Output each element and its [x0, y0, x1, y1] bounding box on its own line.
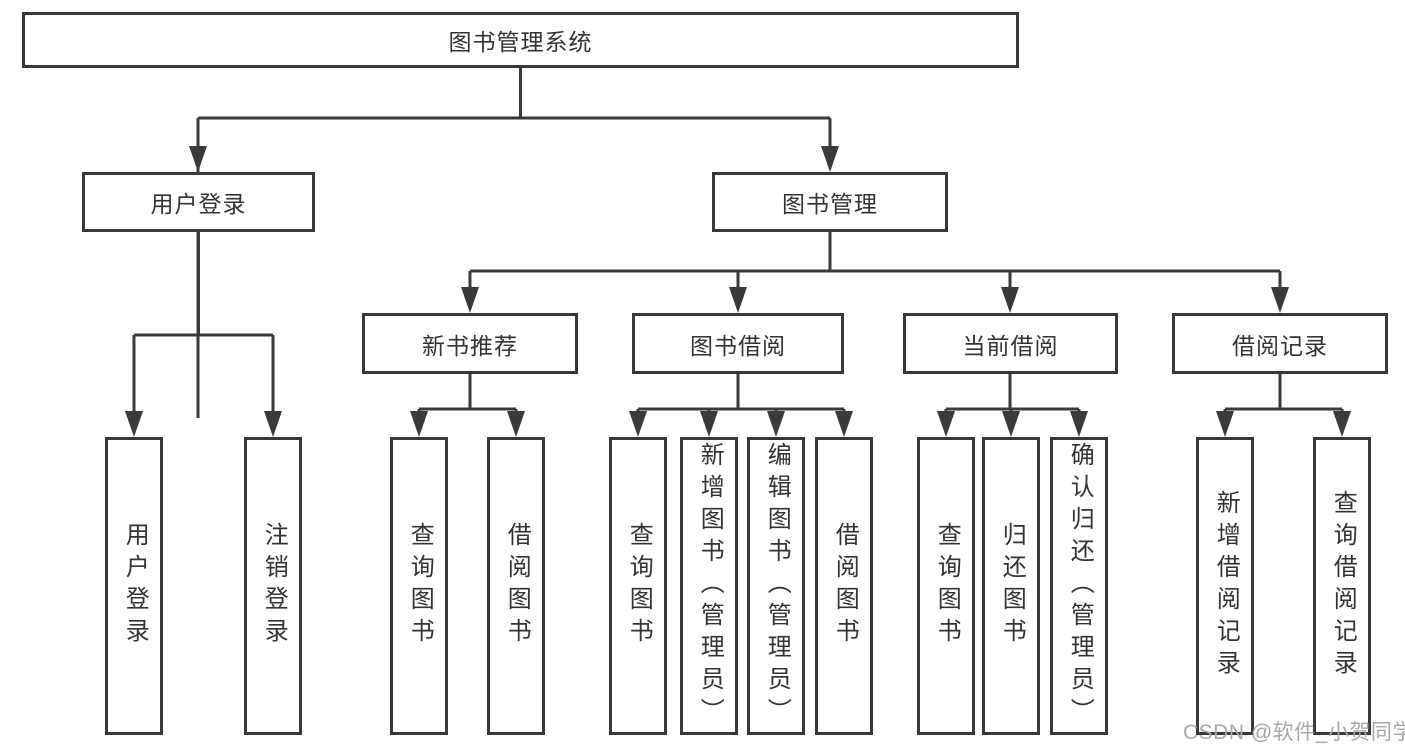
leaf-user-login: 用户登录 — [105, 437, 163, 735]
node-root: 图书管理系统 — [22, 12, 1019, 68]
leaf-return-books-label: 归还图书 — [998, 522, 1026, 650]
node-book-borrowing: 图书借阅 — [632, 313, 844, 374]
leaf-query-books-current: 查询图书 — [917, 437, 975, 735]
node-user-login-label: 用户登录 — [150, 191, 247, 217]
arrowhead-icon — [1001, 287, 1019, 313]
node-book-management: 图书管理 — [712, 172, 948, 232]
node-user-login: 用户登录 — [82, 172, 315, 232]
arrowhead-icon — [767, 411, 785, 437]
leaf-edit-book-admin-label: 编辑图书（管理员） — [763, 442, 791, 730]
connector-line — [1223, 374, 1344, 417]
node-current-borrowing: 当前借阅 — [903, 313, 1118, 374]
arrowhead-icon — [835, 411, 853, 437]
arrowhead-icon — [410, 411, 428, 437]
leaf-query-books-borrowing: 查询图书 — [609, 437, 667, 735]
leaf-return-books: 归还图书 — [982, 437, 1040, 735]
arrowhead-icon — [189, 146, 207, 172]
leaf-logout-label: 注销登录 — [260, 522, 288, 650]
leaf-query-books-borrowing-label: 查询图书 — [625, 522, 653, 650]
node-new-book-recommend: 新书推荐 — [362, 313, 578, 374]
leaf-borrow-books-recommend-label: 借阅图书 — [503, 522, 531, 650]
leaf-confirm-return-admin-label: 确认归还（管理员） — [1066, 442, 1094, 730]
leaf-borrow-books-recommend: 借阅图书 — [487, 437, 545, 735]
arrowhead-icon — [507, 411, 525, 437]
node-current-borrowing-label: 当前借阅 — [962, 332, 1059, 359]
leaf-add-book-admin: 新增图书（管理员） — [680, 437, 738, 735]
arrowhead-icon — [1070, 411, 1088, 437]
node-borrowing-records-label: 借阅记录 — [1232, 332, 1328, 359]
leaf-query-borrow-record: 查询借阅记录 — [1313, 437, 1371, 735]
connector-line — [636, 374, 846, 417]
node-book-management-label: 图书管理 — [782, 191, 878, 217]
leaf-add-book-admin-label: 新增图书（管理员） — [696, 442, 724, 730]
arrowhead-icon — [1216, 411, 1234, 437]
arrowhead-icon — [937, 411, 955, 437]
connector-line — [468, 232, 1282, 293]
node-borrowing-records: 借阅记录 — [1172, 313, 1388, 374]
node-new-book-recommend-label: 新书推荐 — [422, 332, 518, 359]
arrowhead-icon — [729, 287, 747, 313]
arrowhead-icon — [125, 411, 143, 437]
leaf-query-books-recommend: 查询图书 — [390, 437, 448, 735]
connector-current-borrowing-branch — [937, 374, 1088, 437]
connector-line — [132, 232, 275, 417]
leaf-user-login-label: 用户登录 — [121, 522, 149, 650]
arrowhead-icon — [461, 287, 479, 313]
leaf-borrow-books-borrowing: 借阅图书 — [815, 437, 873, 735]
connector-book-management-branch — [461, 232, 1289, 313]
leaf-logout: 注销登录 — [244, 437, 302, 735]
leaf-confirm-return-admin: 确认归还（管理员） — [1050, 437, 1108, 735]
arrowhead-icon — [264, 411, 282, 437]
arrowhead-icon — [821, 146, 839, 172]
csdn-watermark: CSDN @软件_小贺同学 — [1183, 721, 1405, 744]
arrowhead-icon — [1271, 287, 1289, 313]
arrowhead-icon — [629, 411, 647, 437]
leaf-add-borrow-record: 新增借阅记录 — [1196, 437, 1254, 735]
connector-book-borrowing-branch — [629, 374, 853, 437]
leaf-borrow-books-borrowing-label: 借阅图书 — [831, 522, 859, 650]
connector-user-login-branch — [125, 232, 282, 437]
leaf-query-books-current-label: 查询图书 — [933, 522, 961, 650]
connector-borrowing-records-branch — [1216, 374, 1351, 437]
connector-new-book-recommend-branch — [410, 374, 525, 437]
leaf-edit-book-admin: 编辑图书（管理员） — [747, 437, 805, 735]
connector-line — [417, 374, 518, 417]
leaf-query-books-recommend-label: 查询图书 — [406, 522, 434, 650]
node-book-borrowing-label: 图书借阅 — [690, 332, 786, 359]
arrowhead-icon — [1002, 411, 1020, 437]
node-root-label: 图书管理系统 — [448, 29, 593, 55]
arrowhead-icon — [700, 411, 718, 437]
leaf-query-borrow-record-label: 查询借阅记录 — [1329, 490, 1357, 682]
arrowhead-icon — [1333, 411, 1351, 437]
leaf-add-borrow-record-label: 新增借阅记录 — [1212, 490, 1240, 682]
connector-line — [944, 374, 1081, 417]
